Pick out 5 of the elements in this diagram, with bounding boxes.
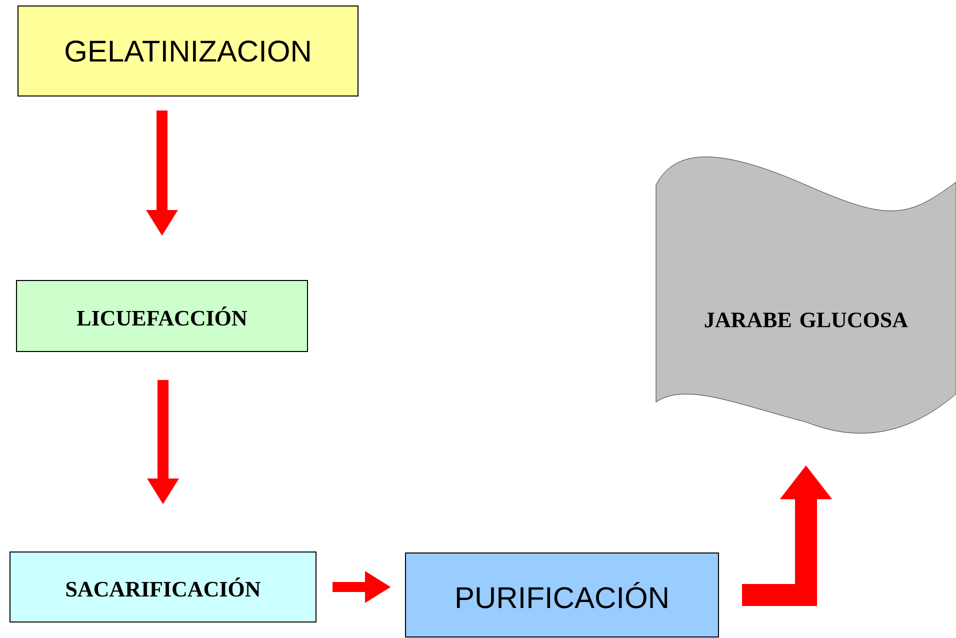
- process-box: PURIFICACIÓN: [405, 552, 719, 638]
- process-box: LICUEFACCIÓN: [16, 280, 308, 352]
- process-box: GELATINIZACION: [18, 6, 358, 96]
- wavy-banner: JARABE GLUCOSA: [656, 156, 956, 434]
- process-box: SACARIFICACIÓN: [10, 552, 316, 622]
